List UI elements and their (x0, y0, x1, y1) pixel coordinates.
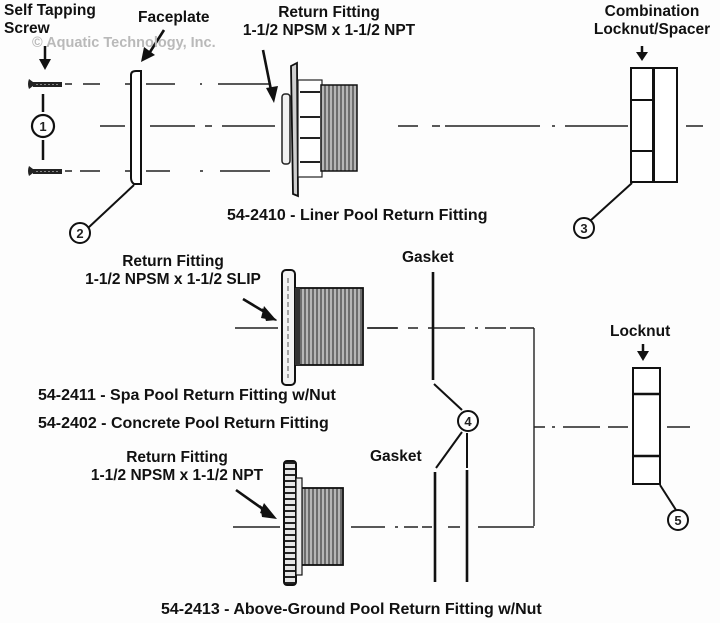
label-liner-fitting-line1: Return Fitting (278, 4, 380, 21)
label-faceplate: Faceplate (138, 9, 210, 26)
combo-locknut-arrow (636, 46, 648, 61)
callout-2: 2 (69, 184, 135, 244)
label-gasket-bottom: Gasket (370, 448, 422, 465)
caption-spa-pool: 54-2411 - Spa Pool Return Fitting w/Nut (38, 387, 336, 404)
label-spa-return-fitting: Return Fitting 1-1/2 NPSM x 1-1/2 SLIP (68, 253, 278, 289)
liner-fitting-arrow (261, 49, 278, 103)
caption-liner-pool: 54-2410 - Liner Pool Return Fitting (227, 207, 488, 224)
label-ag-return-fitting: Return Fitting 1-1/2 NPSM x 1-1/2 NPT (72, 449, 282, 485)
label-spa-fitting-line2: 1-1/2 NPSM x 1-1/2 SLIP (85, 271, 261, 288)
label-screw-line2: Screw (4, 20, 50, 37)
copyright-watermark: © Aquatic Technology, Inc. (32, 35, 216, 51)
label-combo-line1: Combination (604, 3, 700, 20)
ag-fitting-arrow (235, 488, 277, 519)
label-ag-fitting-line2: 1-1/2 NPSM x 1-1/2 NPT (90, 467, 264, 484)
callout-4-number: 4 (464, 414, 472, 429)
screw-axis-lines (65, 83, 270, 172)
faceplate-arrow (141, 29, 166, 62)
callout-1-number: 1 (39, 119, 46, 134)
label-combination-locknut: Combination Locknut/Spacer (584, 3, 720, 39)
screw-bottom (28, 166, 62, 176)
label-gasket-top: Gasket (402, 249, 454, 266)
locknut (632, 367, 661, 485)
liner-return-fitting (281, 61, 358, 198)
screw-top (28, 79, 62, 89)
centerline-middle (235, 327, 690, 526)
label-locknut: Locknut (610, 323, 671, 340)
label-liner-return-fitting: Return Fitting 1-1/2 NPSM x 1-1/2 NPT (224, 4, 434, 40)
callout-5: 5 (659, 484, 689, 531)
locknut-arrow (637, 344, 649, 361)
callout-5-number: 5 (674, 513, 681, 528)
label-screw-line1: Self Tapping (4, 2, 96, 19)
spa-return-fitting (281, 269, 364, 386)
label-self-tapping-screw: Self Tapping Screw (4, 2, 96, 38)
screw-arrow (39, 46, 51, 70)
label-spa-fitting-line1: Return Fitting (122, 253, 224, 270)
callout-4: 4 (433, 383, 479, 469)
callout-1: 1 (30, 113, 56, 139)
label-ag-fitting-line1: Return Fitting (126, 449, 228, 466)
label-liner-fitting-line2: 1-1/2 NPSM x 1-1/2 NPT (242, 22, 416, 39)
spa-fitting-arrow (242, 297, 277, 321)
callout-2-number: 2 (76, 226, 83, 241)
label-combo-line2: Locknut/Spacer (593, 21, 711, 38)
faceplate (130, 70, 142, 185)
caption-concrete-pool: 54-2402 - Concrete Pool Return Fitting (38, 415, 329, 432)
callout-3: 3 (573, 182, 633, 239)
callout-3-number: 3 (580, 221, 587, 236)
combination-locknut-spacer (630, 67, 678, 183)
caption-above-ground-pool: 54-2413 - Above-Ground Pool Return Fitti… (161, 601, 542, 618)
above-ground-return-fitting (283, 460, 344, 586)
